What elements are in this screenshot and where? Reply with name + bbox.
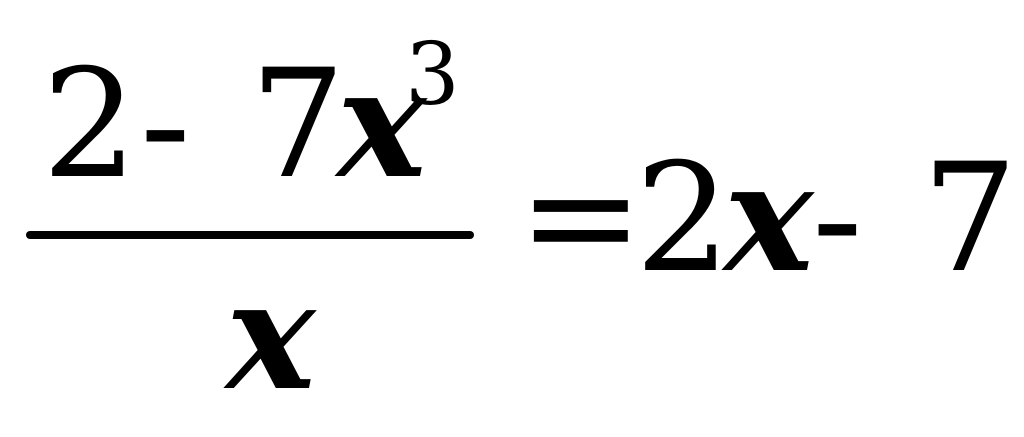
numerator-exponent: 3 (405, 25, 460, 125)
rhs-minus: - (812, 132, 863, 306)
numerator-coefficient: 7 (250, 38, 345, 212)
equals-sign: = (518, 130, 644, 304)
numerator-variable: x (334, 36, 428, 212)
rhs-variable: x (721, 130, 815, 306)
rhs-coefficient: 2 (635, 132, 730, 306)
rhs-constant: 7 (922, 132, 1017, 306)
numerator-constant: 2 (42, 38, 137, 212)
numerator-minus: - (140, 38, 191, 212)
denominator-variable: x (223, 248, 317, 424)
